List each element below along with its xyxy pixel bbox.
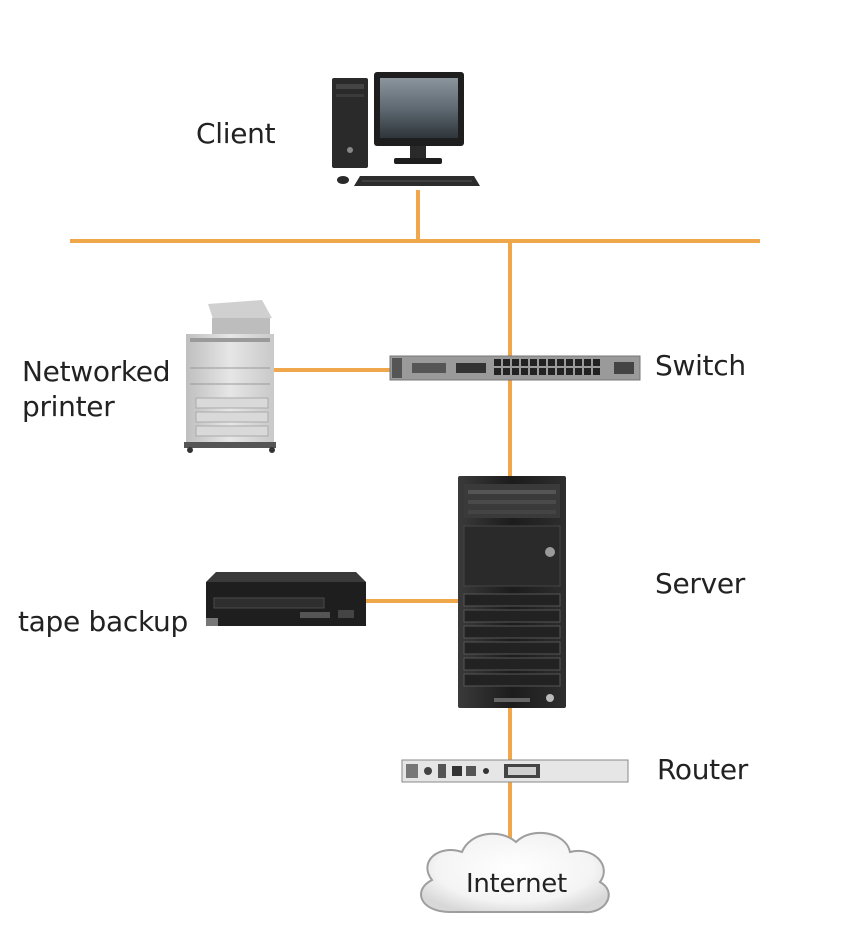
switch-port (494, 359, 501, 366)
switch-port (557, 368, 564, 375)
switch-port (584, 368, 591, 375)
printer-label-line-2: printer (22, 390, 115, 423)
cloud-icon (420, 832, 610, 914)
switch-port (575, 359, 582, 366)
switch-port (503, 368, 510, 375)
switch-port (584, 359, 591, 366)
switch-port (593, 359, 600, 366)
router-icon (401, 759, 629, 783)
switch-port (521, 359, 528, 366)
switch-port (521, 368, 528, 375)
router-label: Router (657, 753, 748, 786)
switch-port (557, 359, 564, 366)
switch-port (539, 359, 546, 366)
switch-label: Switch (655, 349, 746, 382)
switch-port (530, 359, 537, 366)
switch-port (512, 359, 519, 366)
tower-server-icon (458, 476, 566, 708)
switch-port (494, 368, 501, 375)
switch-port (593, 368, 600, 375)
tape-backup-label: tape backup (18, 605, 188, 638)
printer-label: Networked printer (22, 354, 171, 424)
printer-label-line-1: Networked (22, 355, 171, 388)
internet-label: Internet (466, 869, 567, 899)
switch-port (512, 368, 519, 375)
switch-port (575, 368, 582, 375)
switch-port (566, 368, 573, 375)
printer-icon (184, 300, 276, 453)
switch-port (548, 359, 555, 366)
switch-port (566, 359, 573, 366)
switch-port (503, 359, 510, 366)
tape-drive-icon (206, 572, 366, 626)
switch-port (539, 368, 546, 375)
desktop-computer-icon (332, 72, 480, 186)
server-label: Server (655, 567, 746, 600)
network-switch-icon (389, 355, 641, 381)
switch-port (530, 368, 537, 375)
client-label: Client (196, 117, 276, 150)
connection-lines (70, 190, 760, 838)
switch-port (548, 368, 555, 375)
